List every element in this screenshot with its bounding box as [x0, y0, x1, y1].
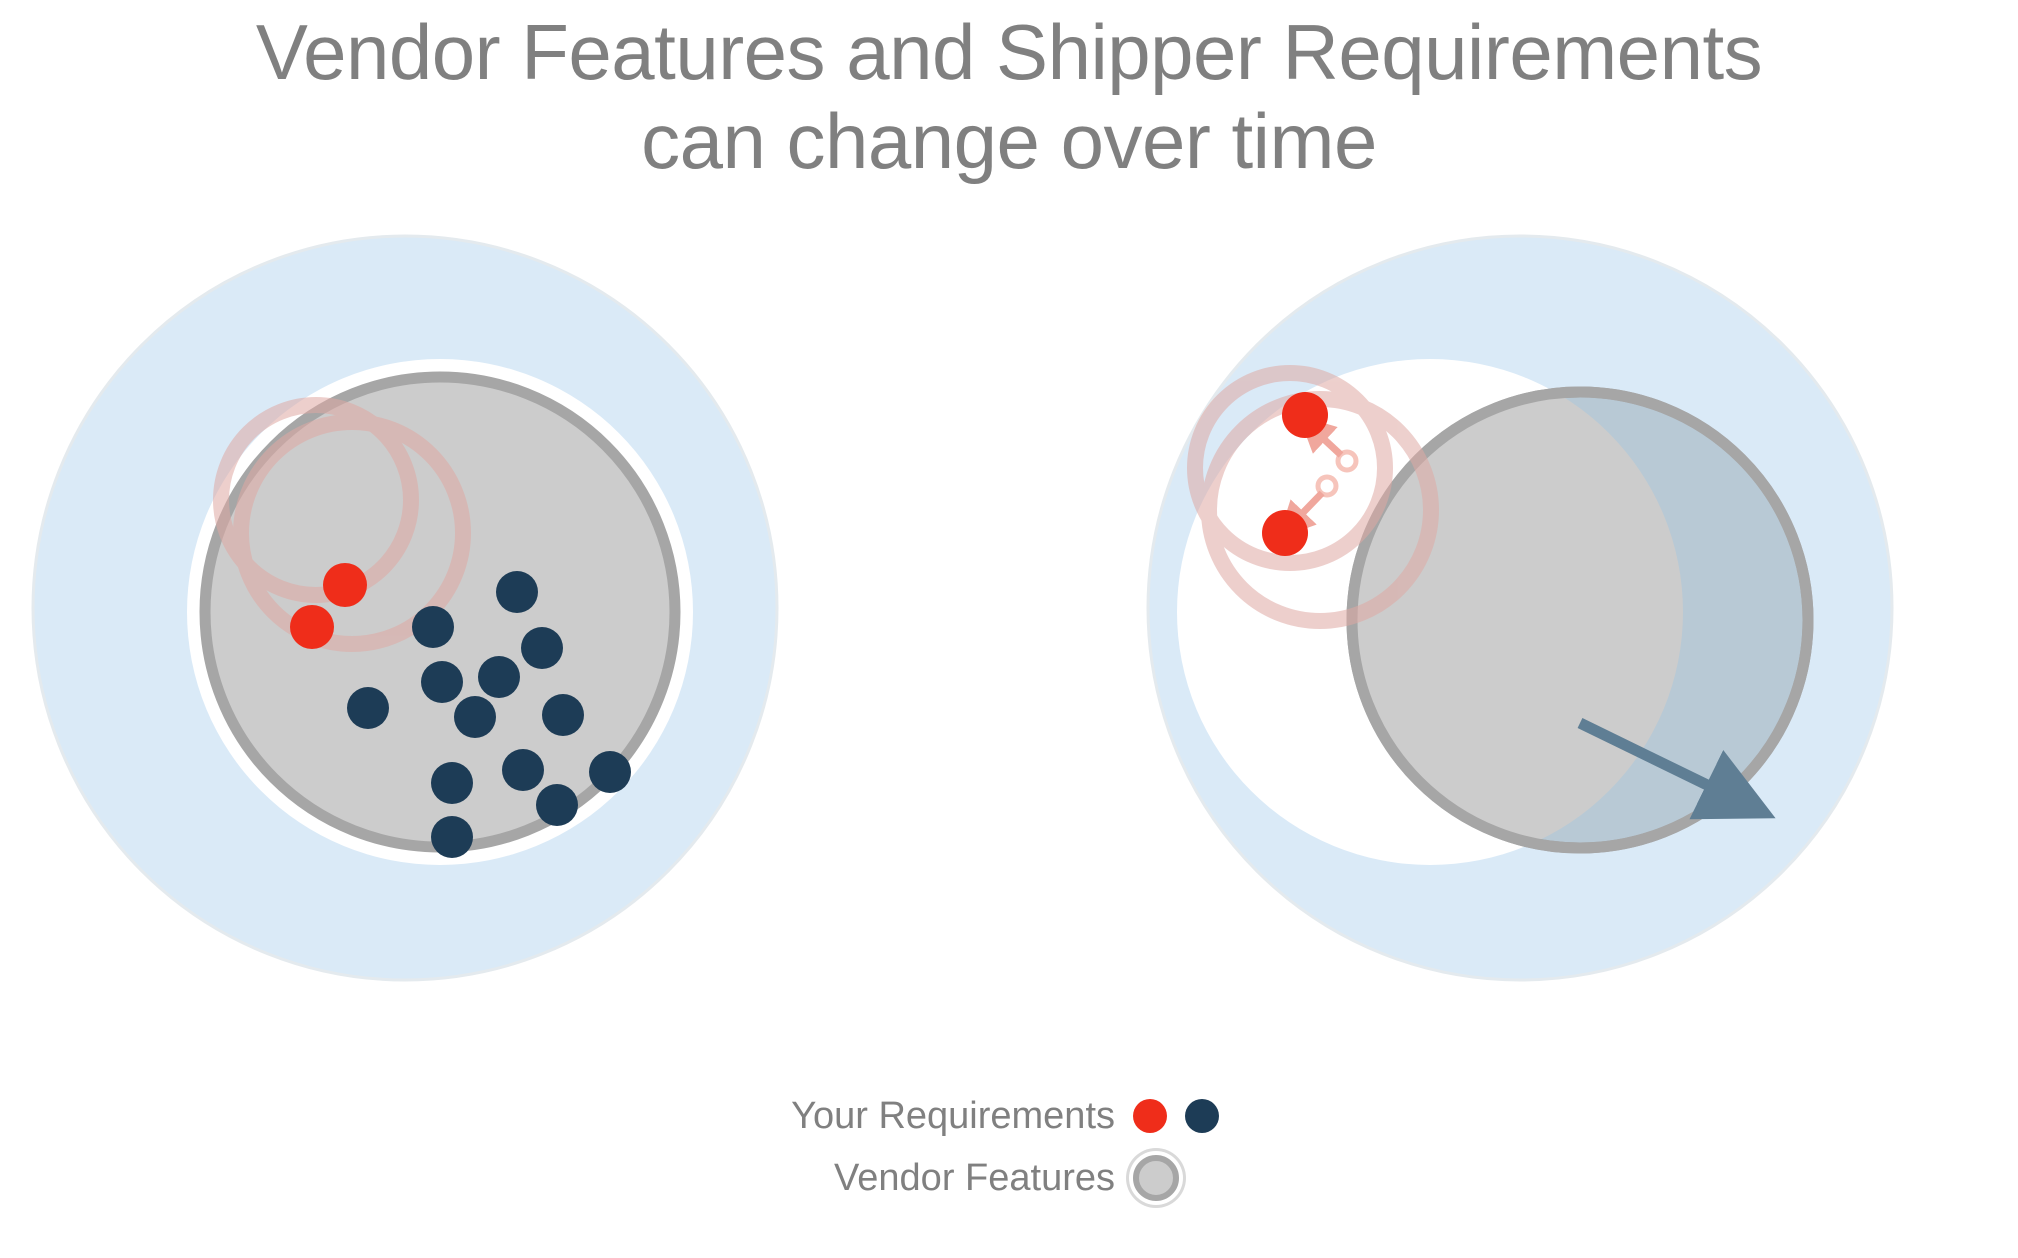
requirement-dot-navy	[431, 762, 473, 804]
requirement-dot-red	[323, 563, 367, 607]
requirement-dot-red	[1282, 392, 1328, 438]
requirement-dot-red	[1262, 510, 1308, 556]
legend-row-requirements: Your Requirements	[0, 1085, 2018, 1147]
page-title: Vendor Features and Shipper Requirements…	[0, 8, 2018, 186]
red-requirement-dots-right	[1262, 392, 1328, 556]
requirement-halo-group-left	[213, 397, 471, 652]
navy-requirement-dots-left	[347, 571, 631, 858]
legend-row-vendor-features: Vendor Features	[0, 1147, 2018, 1209]
vendor-overlap-region	[1352, 392, 1683, 848]
legend-swatch-navy-dot-icon	[1185, 1099, 1219, 1133]
requirement-dot-navy	[431, 816, 473, 858]
panel-after	[1146, 234, 1894, 982]
title-line-1: Vendor Features and Shipper Requirements	[255, 8, 1763, 96]
requirement-dot-navy	[589, 751, 631, 793]
requirement-dot-navy	[521, 627, 563, 669]
requirement-dot-navy	[412, 606, 454, 648]
requirement-halo-icon	[213, 397, 419, 603]
panel-before	[31, 234, 779, 982]
requirement-dot-navy	[502, 749, 544, 791]
legend-swatch-gray-ring-icon	[1133, 1155, 1179, 1201]
red-requirement-dots-left	[290, 563, 367, 649]
legend: Your Requirements Vendor Features	[0, 1085, 2018, 1209]
requirement-dot-navy	[421, 661, 463, 703]
requirement-origin-marker-icon	[1335, 449, 1359, 473]
legend-label-your-requirements: Your Requirements	[791, 1094, 1115, 1137]
legend-swatch-red-dot-icon	[1133, 1099, 1167, 1133]
legend-label-vendor-features: Vendor Features	[834, 1156, 1115, 1199]
requirement-dot-navy	[454, 696, 496, 738]
requirement-halo-icon	[1187, 365, 1393, 571]
requirement-dot-navy	[496, 571, 538, 613]
requirement-dot-navy	[542, 694, 584, 736]
legend-swatches-requirements	[1133, 1099, 1283, 1133]
vendor-move-arrow-icon	[1577, 718, 1776, 820]
requirement-halo-icon	[233, 414, 471, 652]
requirement-dot-navy	[478, 656, 520, 698]
requirement-dot-navy	[536, 784, 578, 826]
title-line-2: can change over time	[641, 96, 1377, 185]
requirement-dot-navy	[347, 687, 389, 729]
requirement-dot-red	[290, 605, 334, 649]
legend-swatches-vendor	[1133, 1155, 1283, 1201]
requirement-origin-marker-icon	[1315, 474, 1339, 498]
